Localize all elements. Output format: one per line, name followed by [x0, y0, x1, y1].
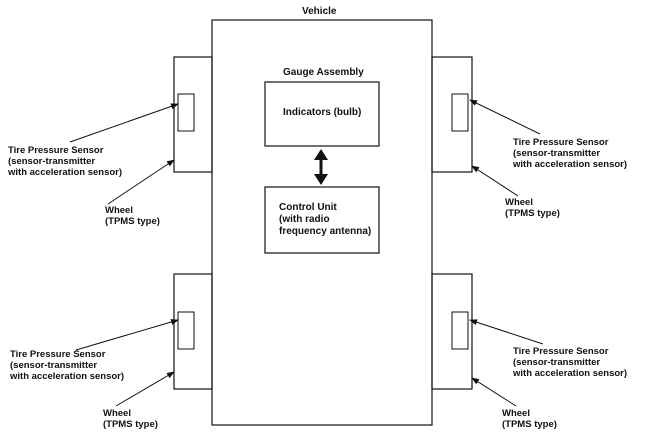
rear-right-sensor-label: Tire Pressure Sensor (sensor-transmitter…: [513, 346, 628, 379]
rear-right-wheel-label: Wheel (TPMS type): [502, 408, 557, 430]
front-right-wheel: [431, 56, 473, 173]
control-unit-label: Control Unit (with radio frequency anten…: [279, 202, 372, 237]
indicators-label: Indicators (bulb): [283, 107, 362, 118]
rear-left-wheel-leader: [115, 371, 175, 407]
rear-right-sensor: [451, 311, 469, 350]
communication-arrow: [314, 149, 328, 185]
front-left-sensor-leader: [69, 103, 179, 143]
front-left-sensor-label: Tire Pressure Sensor (sensor-transmitter…: [8, 145, 123, 178]
front-left-wheel-label: Wheel (TPMS type): [105, 205, 160, 227]
indicators-box: [264, 81, 380, 147]
front-right-sensor: [451, 93, 469, 132]
front-right-wheel-leader: [471, 165, 519, 197]
vehicle-label: Vehicle: [302, 6, 337, 17]
rear-right-wheel-leader: [471, 377, 517, 407]
rear-left-wheel: [173, 273, 213, 390]
front-right-wheel-label: Wheel (TPMS type): [505, 197, 560, 219]
rear-right-sensor-leader: [469, 319, 544, 345]
rear-left-sensor: [177, 311, 195, 350]
front-left-wheel: [173, 56, 213, 173]
front-left-wheel-leader: [107, 159, 175, 205]
rear-left-sensor-leader: [75, 319, 179, 351]
front-left-sensor: [177, 93, 195, 132]
front-right-sensor-label: Tire Pressure Sensor (sensor-transmitter…: [513, 137, 628, 170]
vehicle-body: [211, 19, 433, 426]
front-right-sensor-leader: [469, 99, 541, 135]
gauge-assembly-label: Gauge Assembly: [283, 67, 364, 78]
rear-left-sensor-label: Tire Pressure Sensor (sensor-transmitter…: [10, 349, 125, 382]
control-unit-box: [264, 186, 380, 254]
rear-left-wheel-label: Wheel (TPMS type): [103, 408, 158, 430]
rear-right-wheel: [431, 273, 473, 390]
